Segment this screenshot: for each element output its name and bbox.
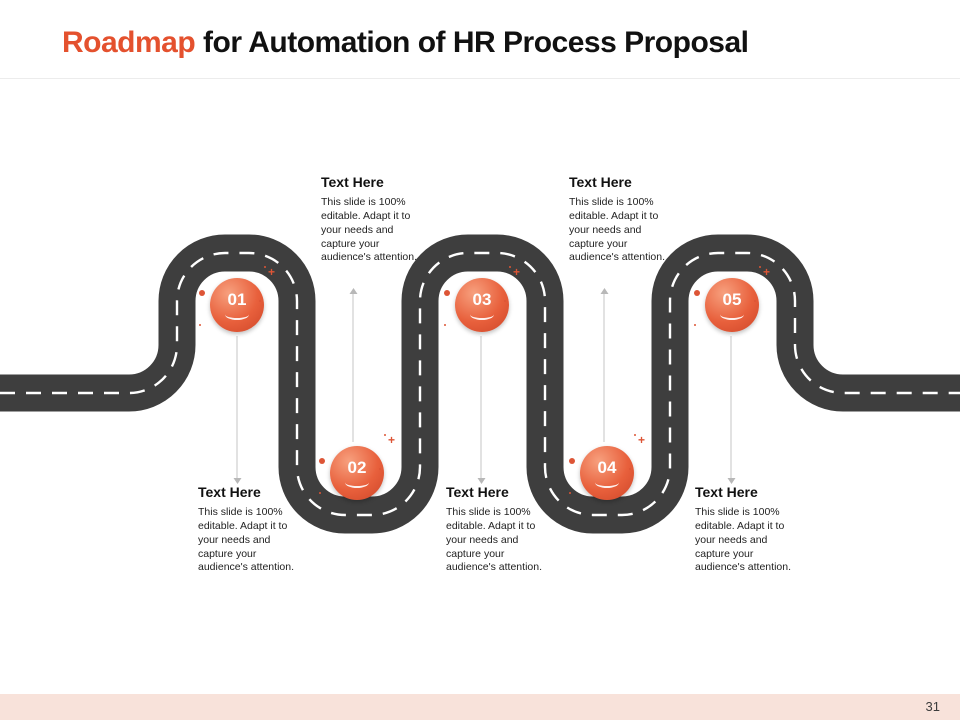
milestone-03-heading: Text Here: [446, 484, 509, 500]
arrow-up-icon: [600, 288, 608, 294]
milestone-02-body: This slide is 100% editable. Adapt it to…: [321, 196, 417, 264]
marker-underline: [470, 309, 494, 320]
milestone-03-arrow: [477, 336, 485, 484]
milestone-04-text: Text Here This slide is 100% editable. A…: [569, 174, 675, 265]
milestone-01-number: 01: [227, 289, 247, 309]
milestone-02-number: 02: [347, 457, 367, 477]
milestone-01-text: Text Here This slide is 100% editable. A…: [198, 484, 304, 575]
milestone-01-arrow: [233, 336, 241, 484]
milestone-02-marker: 02: [319, 433, 395, 500]
milestone-02-arrow: [349, 288, 357, 442]
arrow-down-icon: [727, 478, 735, 484]
milestone-05-number: 05: [722, 289, 742, 309]
road-center-dashes: [0, 251, 960, 517]
milestone-04-number: 04: [597, 457, 617, 477]
milestone-04-heading: Text Here: [569, 174, 632, 190]
milestone-05-text: Text Here This slide is 100% editable. A…: [695, 484, 801, 575]
milestone-01-marker: 01: [199, 265, 275, 332]
title-divider: [0, 78, 960, 79]
milestone-02-heading: Text Here: [321, 174, 384, 190]
milestone-04-arrow: [600, 288, 608, 442]
milestone-02-text: Text Here This slide is 100% editable. A…: [321, 174, 427, 265]
milestone-03-number: 03: [472, 289, 492, 309]
arrow-down-icon: [477, 478, 485, 484]
milestone-03-text: Text Here This slide is 100% editable. A…: [446, 484, 552, 575]
page-number: 31: [925, 699, 940, 714]
title-rest: for Automation of HR Process Proposal: [195, 26, 749, 59]
slide-title: Roadmap for Automation of HR Process Pro…: [62, 26, 749, 60]
milestone-01-body: This slide is 100% editable. Adapt it to…: [198, 506, 294, 574]
milestone-04-marker: 04: [569, 433, 645, 500]
milestone-04-body: This slide is 100% editable. Adapt it to…: [569, 196, 665, 264]
marker-underline: [595, 477, 619, 488]
milestone-05-marker: 05: [694, 265, 770, 332]
footer-bar: 31: [0, 694, 960, 720]
milestone-05-body: This slide is 100% editable. Adapt it to…: [695, 506, 791, 574]
milestone-03-marker: 03: [444, 265, 520, 332]
milestone-01-heading: Text Here: [198, 484, 261, 500]
milestone-05-arrow: [727, 336, 735, 484]
arrow-up-icon: [349, 288, 357, 294]
title-highlight: Roadmap: [62, 26, 196, 59]
arrow-down-icon: [233, 478, 241, 484]
marker-underline: [720, 309, 744, 320]
marker-underline: [345, 477, 369, 488]
milestone-03-body: This slide is 100% editable. Adapt it to…: [446, 506, 542, 574]
milestone-05-heading: Text Here: [695, 484, 758, 500]
marker-underline: [225, 309, 249, 320]
